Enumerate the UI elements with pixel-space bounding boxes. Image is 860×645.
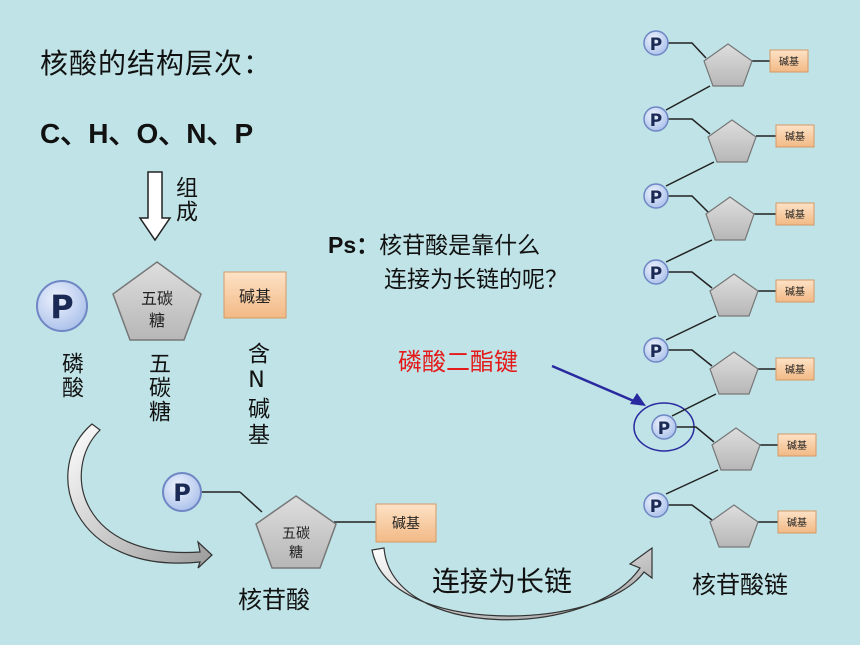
compose-label: 组成 bbox=[172, 176, 197, 224]
phosphate-symbol: P bbox=[50, 288, 73, 326]
nucleotide-base-text: 碱基 bbox=[392, 515, 420, 532]
ps-label: Ps： bbox=[328, 232, 380, 258]
chain-sugar-3 bbox=[705, 196, 755, 241]
chain-base-7: 碱基 bbox=[777, 510, 817, 534]
curved-arrow-1-icon bbox=[67, 423, 213, 569]
chain-sugar-7 bbox=[709, 504, 759, 548]
chain-sugar-2 bbox=[707, 119, 757, 163]
phosphate-component: P bbox=[36, 280, 88, 332]
chain-phosphate-7: P bbox=[643, 492, 669, 518]
pointer-arrow-icon bbox=[551, 364, 646, 406]
svg-text:碱基: 碱基 bbox=[787, 516, 807, 529]
chain-phosphates: P P P P P P P bbox=[643, 30, 677, 518]
svg-text:P: P bbox=[650, 188, 662, 208]
svg-text:碱基: 碱基 bbox=[785, 285, 805, 298]
chain-base-6: 碱基 bbox=[777, 433, 817, 457]
base-text: 碱基 bbox=[239, 287, 271, 306]
svg-text:碱基: 碱基 bbox=[785, 130, 805, 143]
chain-phosphate-6: P bbox=[651, 414, 677, 440]
page-title: 核酸的结构层次： bbox=[40, 47, 273, 80]
svg-text:P: P bbox=[650, 342, 662, 362]
svg-text:P: P bbox=[650, 497, 662, 517]
chain-phosphate-4: P bbox=[643, 259, 669, 285]
down-arrow-icon bbox=[138, 171, 172, 242]
svg-text:碱基: 碱基 bbox=[787, 439, 807, 452]
sugar-text-a: 五碳 bbox=[141, 289, 173, 308]
chain-sugar-1 bbox=[703, 43, 753, 87]
nucleotide-phosphate-symbol: P bbox=[173, 479, 191, 507]
sugar-text-b: 糖 bbox=[149, 311, 165, 330]
ps-line1: 核苷酸是靠什么 bbox=[379, 233, 541, 259]
chain-sugar-6 bbox=[711, 427, 761, 471]
svg-text:P: P bbox=[650, 111, 662, 131]
chain-base-3: 碱基 bbox=[775, 202, 815, 226]
sugar-component: 五碳 糖 bbox=[112, 261, 202, 341]
chain-base-5: 碱基 bbox=[775, 357, 815, 381]
chain-sugar-4 bbox=[709, 273, 759, 317]
chain-phosphate-1: P bbox=[643, 30, 669, 56]
phosphate-name: 磷酸 bbox=[58, 352, 83, 400]
svg-text:P: P bbox=[650, 264, 662, 284]
link-label: 连接为长链 bbox=[432, 565, 573, 598]
chain-label: 核苷酸链 bbox=[692, 571, 788, 599]
chain-sugars bbox=[703, 43, 761, 548]
bond-label: 磷酸二酯键 bbox=[398, 348, 518, 376]
sugar-name: 五碳糖 bbox=[145, 352, 170, 424]
svg-text:P: P bbox=[650, 35, 662, 55]
chain-base-2: 碱基 bbox=[775, 124, 815, 148]
chain-base-1: 碱基 bbox=[769, 49, 809, 73]
nucleotide-sugar-b: 糖 bbox=[289, 545, 303, 561]
nucleotide-diagram: P 五碳 糖 碱基 bbox=[162, 472, 437, 569]
nucleotide-label: 核苷酸 bbox=[238, 586, 310, 614]
curved-arrow-2-icon bbox=[371, 546, 653, 621]
element-list: C、H、O、N、P bbox=[40, 118, 254, 149]
chain-phosphate-2: P bbox=[643, 106, 669, 132]
base-component: 碱基 bbox=[223, 271, 287, 319]
chain-bases: 碱基 碱基 碱基 碱基 碱基 碱基 碱基 bbox=[769, 49, 817, 534]
chain-backbone bbox=[665, 42, 778, 523]
svg-text:碱基: 碱基 bbox=[785, 208, 805, 221]
svg-text:P: P bbox=[658, 419, 670, 439]
chain-phosphate-5: P bbox=[643, 337, 669, 363]
ps-question-line1: Ps：核苷酸是靠什么 bbox=[328, 226, 540, 260]
chain-phosphate-3: P bbox=[643, 183, 669, 209]
chain-sugar-5 bbox=[709, 351, 759, 395]
ps-question-line2: 连接为长链的呢？ bbox=[384, 267, 568, 293]
base-name: 含N碱基 bbox=[244, 342, 269, 449]
chain-base-4: 碱基 bbox=[775, 279, 815, 303]
svg-text:碱基: 碱基 bbox=[779, 55, 799, 68]
svg-text:碱基: 碱基 bbox=[785, 363, 805, 376]
nucleotide-sugar-a: 五碳 bbox=[282, 526, 310, 542]
